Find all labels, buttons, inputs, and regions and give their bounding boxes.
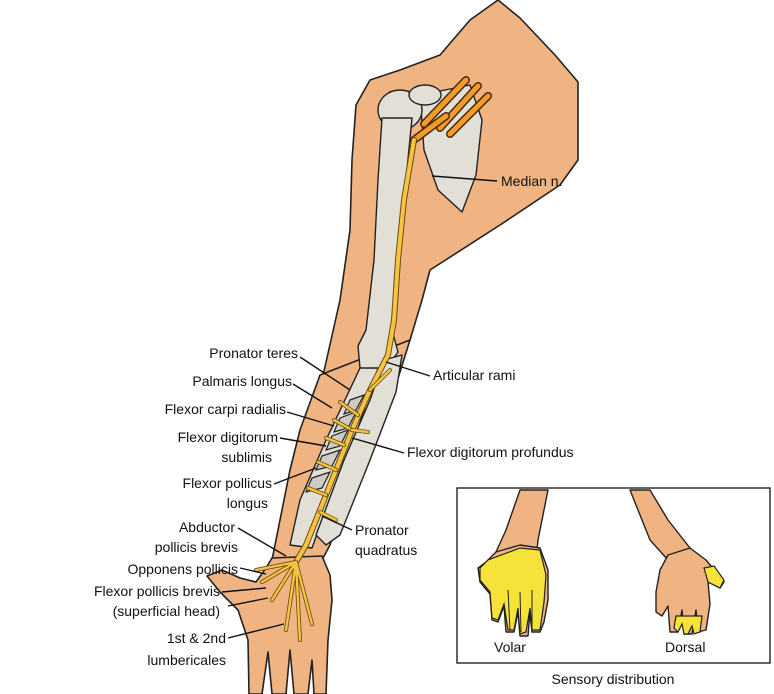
label-abductor-pollicis-brevis-line2: pollicis brevis <box>155 539 238 555</box>
label-flexor-digitorum-sublimis-line2: sublimis <box>221 449 272 465</box>
label-pronator-quadratus-line2: quadratus <box>355 542 417 558</box>
dorsal-sensory-area-fingertips <box>674 616 702 634</box>
label-median-nerve: Median n. <box>501 173 562 189</box>
inset-caption: Sensory distribution <box>552 671 675 687</box>
label-lumbericales-line2: lumbericales <box>147 652 226 668</box>
label-flexor-pollicus-longus-line2: longus <box>227 495 268 511</box>
label-flexor-carpi-radialis: Flexor carpi radialis <box>165 401 286 417</box>
label-flexor-digitorum-profundus: Flexor digitorum profundus <box>407 444 574 460</box>
label-opponens-pollicis: Opponens pollicis <box>127 561 238 577</box>
sensory-distribution-inset: Volar Dorsal <box>457 488 770 663</box>
inset-label-volar: Volar <box>494 639 526 655</box>
label-articular-rami: Articular rami <box>433 367 515 383</box>
label-lumbericales-line1: 1st & 2nd <box>167 630 226 646</box>
label-flexor-pollicus-longus-line1: Flexor pollicus <box>183 475 272 491</box>
label-flexor-digitorum-sublimis-line1: Flexor digitorum <box>178 429 278 445</box>
inset-label-dorsal: Dorsal <box>665 639 705 655</box>
label-abductor-pollicis-brevis-line1: Abductor <box>179 519 235 535</box>
label-pronator-teres: Pronator teres <box>209 345 298 361</box>
label-flexor-pollicis-brevis-line2: (superficial head) <box>113 603 220 619</box>
acromion-bone <box>409 85 441 105</box>
label-palmaris-longus: Palmaris longus <box>192 373 292 389</box>
label-flexor-pollicis-brevis-line1: Flexor pollicis brevis <box>94 583 220 599</box>
label-pronator-quadratus-line1: Pronator <box>355 522 409 538</box>
